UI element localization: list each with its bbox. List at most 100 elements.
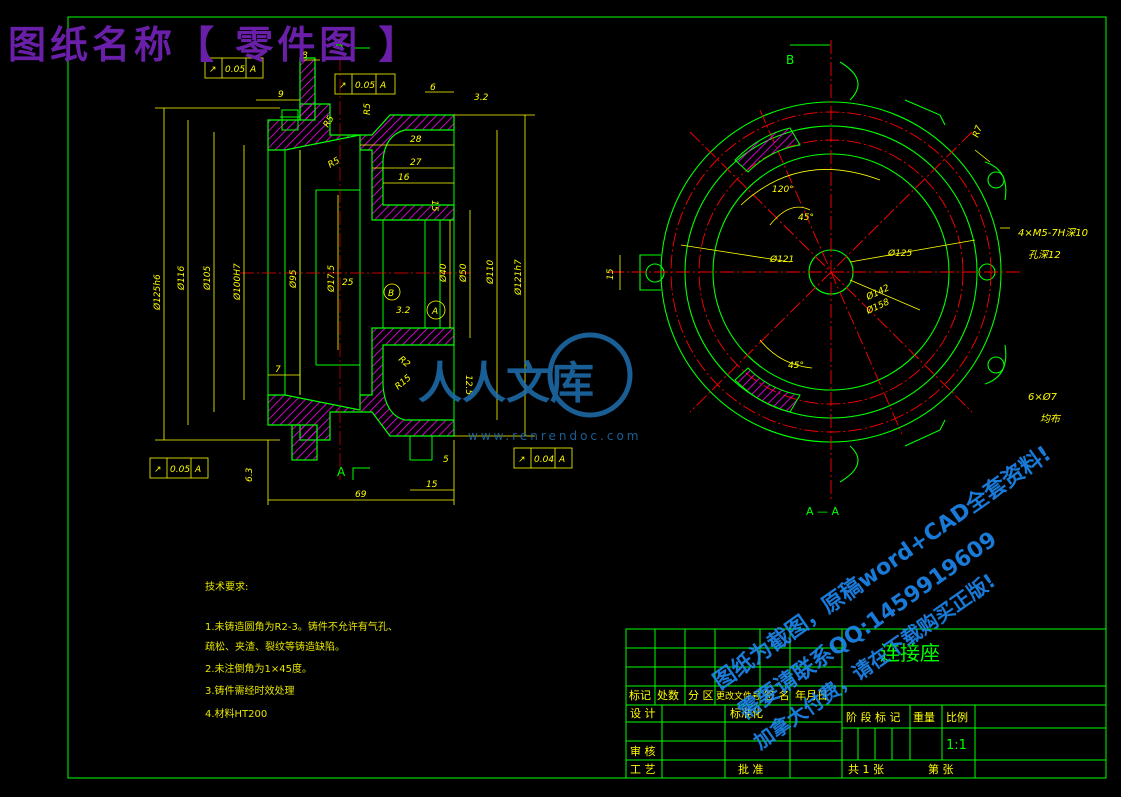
scale-label: 比例 <box>946 710 968 724</box>
section-label-a-bottom: A <box>337 465 346 479</box>
label-25: 25 <box>342 278 354 288</box>
datum-a-label: A <box>431 307 438 317</box>
dim-9: 9 <box>278 90 284 100</box>
sheets-total: 共 1 张 <box>848 763 884 776</box>
tech-item-2: 2.未注倒角为1×45度。 <box>205 664 313 675</box>
dim-d40: Ø40 <box>438 263 449 283</box>
row-process: 工 艺 <box>630 763 656 776</box>
scale-value: 1:1 <box>946 738 967 753</box>
radius-r7: R7 <box>971 124 985 139</box>
datum-b-label: B <box>388 289 394 299</box>
upper-boss <box>299 57 316 121</box>
dim-15: 15 <box>426 480 438 490</box>
end-view-dimension-arcs <box>619 149 1010 369</box>
holes-note: 6×Ø7 <box>1028 391 1058 403</box>
roughness-3-2-b: 3.2 <box>396 306 411 316</box>
datum-a-circle <box>426 300 446 320</box>
weight-label: 重量 <box>913 710 935 724</box>
row-design: 设 计 <box>630 707 656 720</box>
tol4-symbol: ↗ <box>518 455 526 465</box>
tech-item-4: 4.材料HT200 <box>205 709 268 720</box>
dim-8: 8 <box>302 51 308 61</box>
label-6-3: 6.3 <box>245 467 255 482</box>
hdr-count: 处数 <box>657 689 679 702</box>
sheet-frame <box>67 16 1107 779</box>
slot-hatch-bottom <box>734 367 801 413</box>
dim-7: 7 <box>275 365 281 375</box>
hdr-change-doc: 更改文件号 <box>716 690 761 702</box>
radius-r5-b: R5 <box>363 103 373 115</box>
horizontal-dimension-lines <box>256 59 455 505</box>
radius-r15: R15 <box>394 373 414 392</box>
angle-120: 120° <box>772 185 794 195</box>
dim-d100: Ø100H7 <box>232 263 243 301</box>
row-approve: 批 准 <box>738 762 764 776</box>
section-label-a-top: A <box>335 37 344 51</box>
label-12-5: 12.5 <box>463 375 473 395</box>
angle-45-a: 45° <box>798 213 814 223</box>
tol4-datum: A <box>558 455 565 465</box>
watermark-line3: 加拿大付费，请在下载购买正版! <box>748 569 999 755</box>
dim-28: 28 <box>410 135 422 145</box>
hdr-zone: 分 区 <box>688 689 714 702</box>
slot-hatch-top <box>734 127 801 173</box>
section-a-a-label: A — A <box>806 505 840 518</box>
watermark-line2: 需要请联系QQ:1459919609 <box>734 526 1002 725</box>
hdr-date: 年月日 <box>795 688 828 702</box>
tol1-datum: A <box>249 65 256 75</box>
title-block-texts: 连接座 标记 处数 分 区 更改文件号 签 名 年月日 设 计 标准化 阶 段 … <box>629 641 968 776</box>
row-standardize: 标准化 <box>730 706 763 720</box>
tol2-value: 0.05 <box>355 81 375 91</box>
drawing-title-banner: 图纸名称【 零件图 】 <box>8 22 421 67</box>
dim-6: 6 <box>430 83 436 93</box>
view-b-label: B <box>786 53 794 67</box>
hdr-mark: 标记 <box>629 688 651 702</box>
dim-15-end: 15 <box>606 268 616 280</box>
dim-d121: Ø121h7 <box>513 259 524 296</box>
dim-16: 16 <box>398 173 410 183</box>
tol3-symbol: ↗ <box>154 465 162 475</box>
tol2-symbol: ↗ <box>339 81 347 91</box>
dim-d105: Ø105 <box>202 265 213 291</box>
part-name: 连接座 <box>880 641 940 665</box>
end-view: B A — A 120° 45° 45° Ø121 Ø125 Ø142 Ø158… <box>606 40 1088 518</box>
dim-d110: Ø110 <box>485 259 496 285</box>
dim-d125-end: Ø125 <box>887 248 913 259</box>
label-15: 15 <box>429 200 439 212</box>
dim-d50: Ø50 <box>458 263 469 283</box>
watermark-logo-circle <box>547 332 633 418</box>
datum-b-circle <box>383 283 401 301</box>
row-review: 审 核 <box>630 744 656 758</box>
dim-27: 27 <box>410 158 422 168</box>
tol1-value: 0.05 <box>225 65 245 75</box>
dim-d121-end: Ø121 <box>769 254 794 265</box>
holes-note-even: 均布 <box>1040 413 1062 425</box>
tol1-symbol: ↗ <box>209 65 217 75</box>
tol4-value: 0.04 <box>534 455 554 465</box>
dim-d95: Ø95 <box>288 269 299 289</box>
end-view-centerlines <box>610 40 1020 500</box>
dim-5: 5 <box>443 455 449 465</box>
thread-note-depth: 孔深12 <box>1028 249 1061 261</box>
stage-label: 阶 段 标 记 <box>846 710 901 724</box>
tol3-datum: A <box>194 465 201 475</box>
tech-item-1: 1.未铸造圆角为R2-3。铸件不允许有气孔、 <box>205 622 398 633</box>
tolerance-frames <box>149 57 573 479</box>
section-hatch-top <box>267 103 455 221</box>
dim-d17-5: Ø17.5 <box>326 265 337 293</box>
section-hatch-bottom <box>267 327 455 441</box>
radius-r2: R2 <box>396 355 412 371</box>
tol3-value: 0.05 <box>170 465 190 475</box>
end-view-texts: B A — A 120° 45° 45° Ø121 Ø125 Ø142 Ø158… <box>606 53 1088 518</box>
angle-45-b: 45° <box>788 361 804 371</box>
watermark-brand: 人人文库 <box>418 358 594 409</box>
sheet-number: 第 张 <box>928 762 954 776</box>
tech-item-3: 3.铸件需经时效处理 <box>205 686 295 697</box>
roughness-3-2-a: 3.2 <box>474 93 489 103</box>
thread-note: 4×M5-7H深10 <box>1018 227 1088 239</box>
hdr-sign: 签 名 <box>764 688 790 702</box>
vertical-dimension-lines <box>155 107 535 441</box>
dim-69: 69 <box>355 490 367 500</box>
